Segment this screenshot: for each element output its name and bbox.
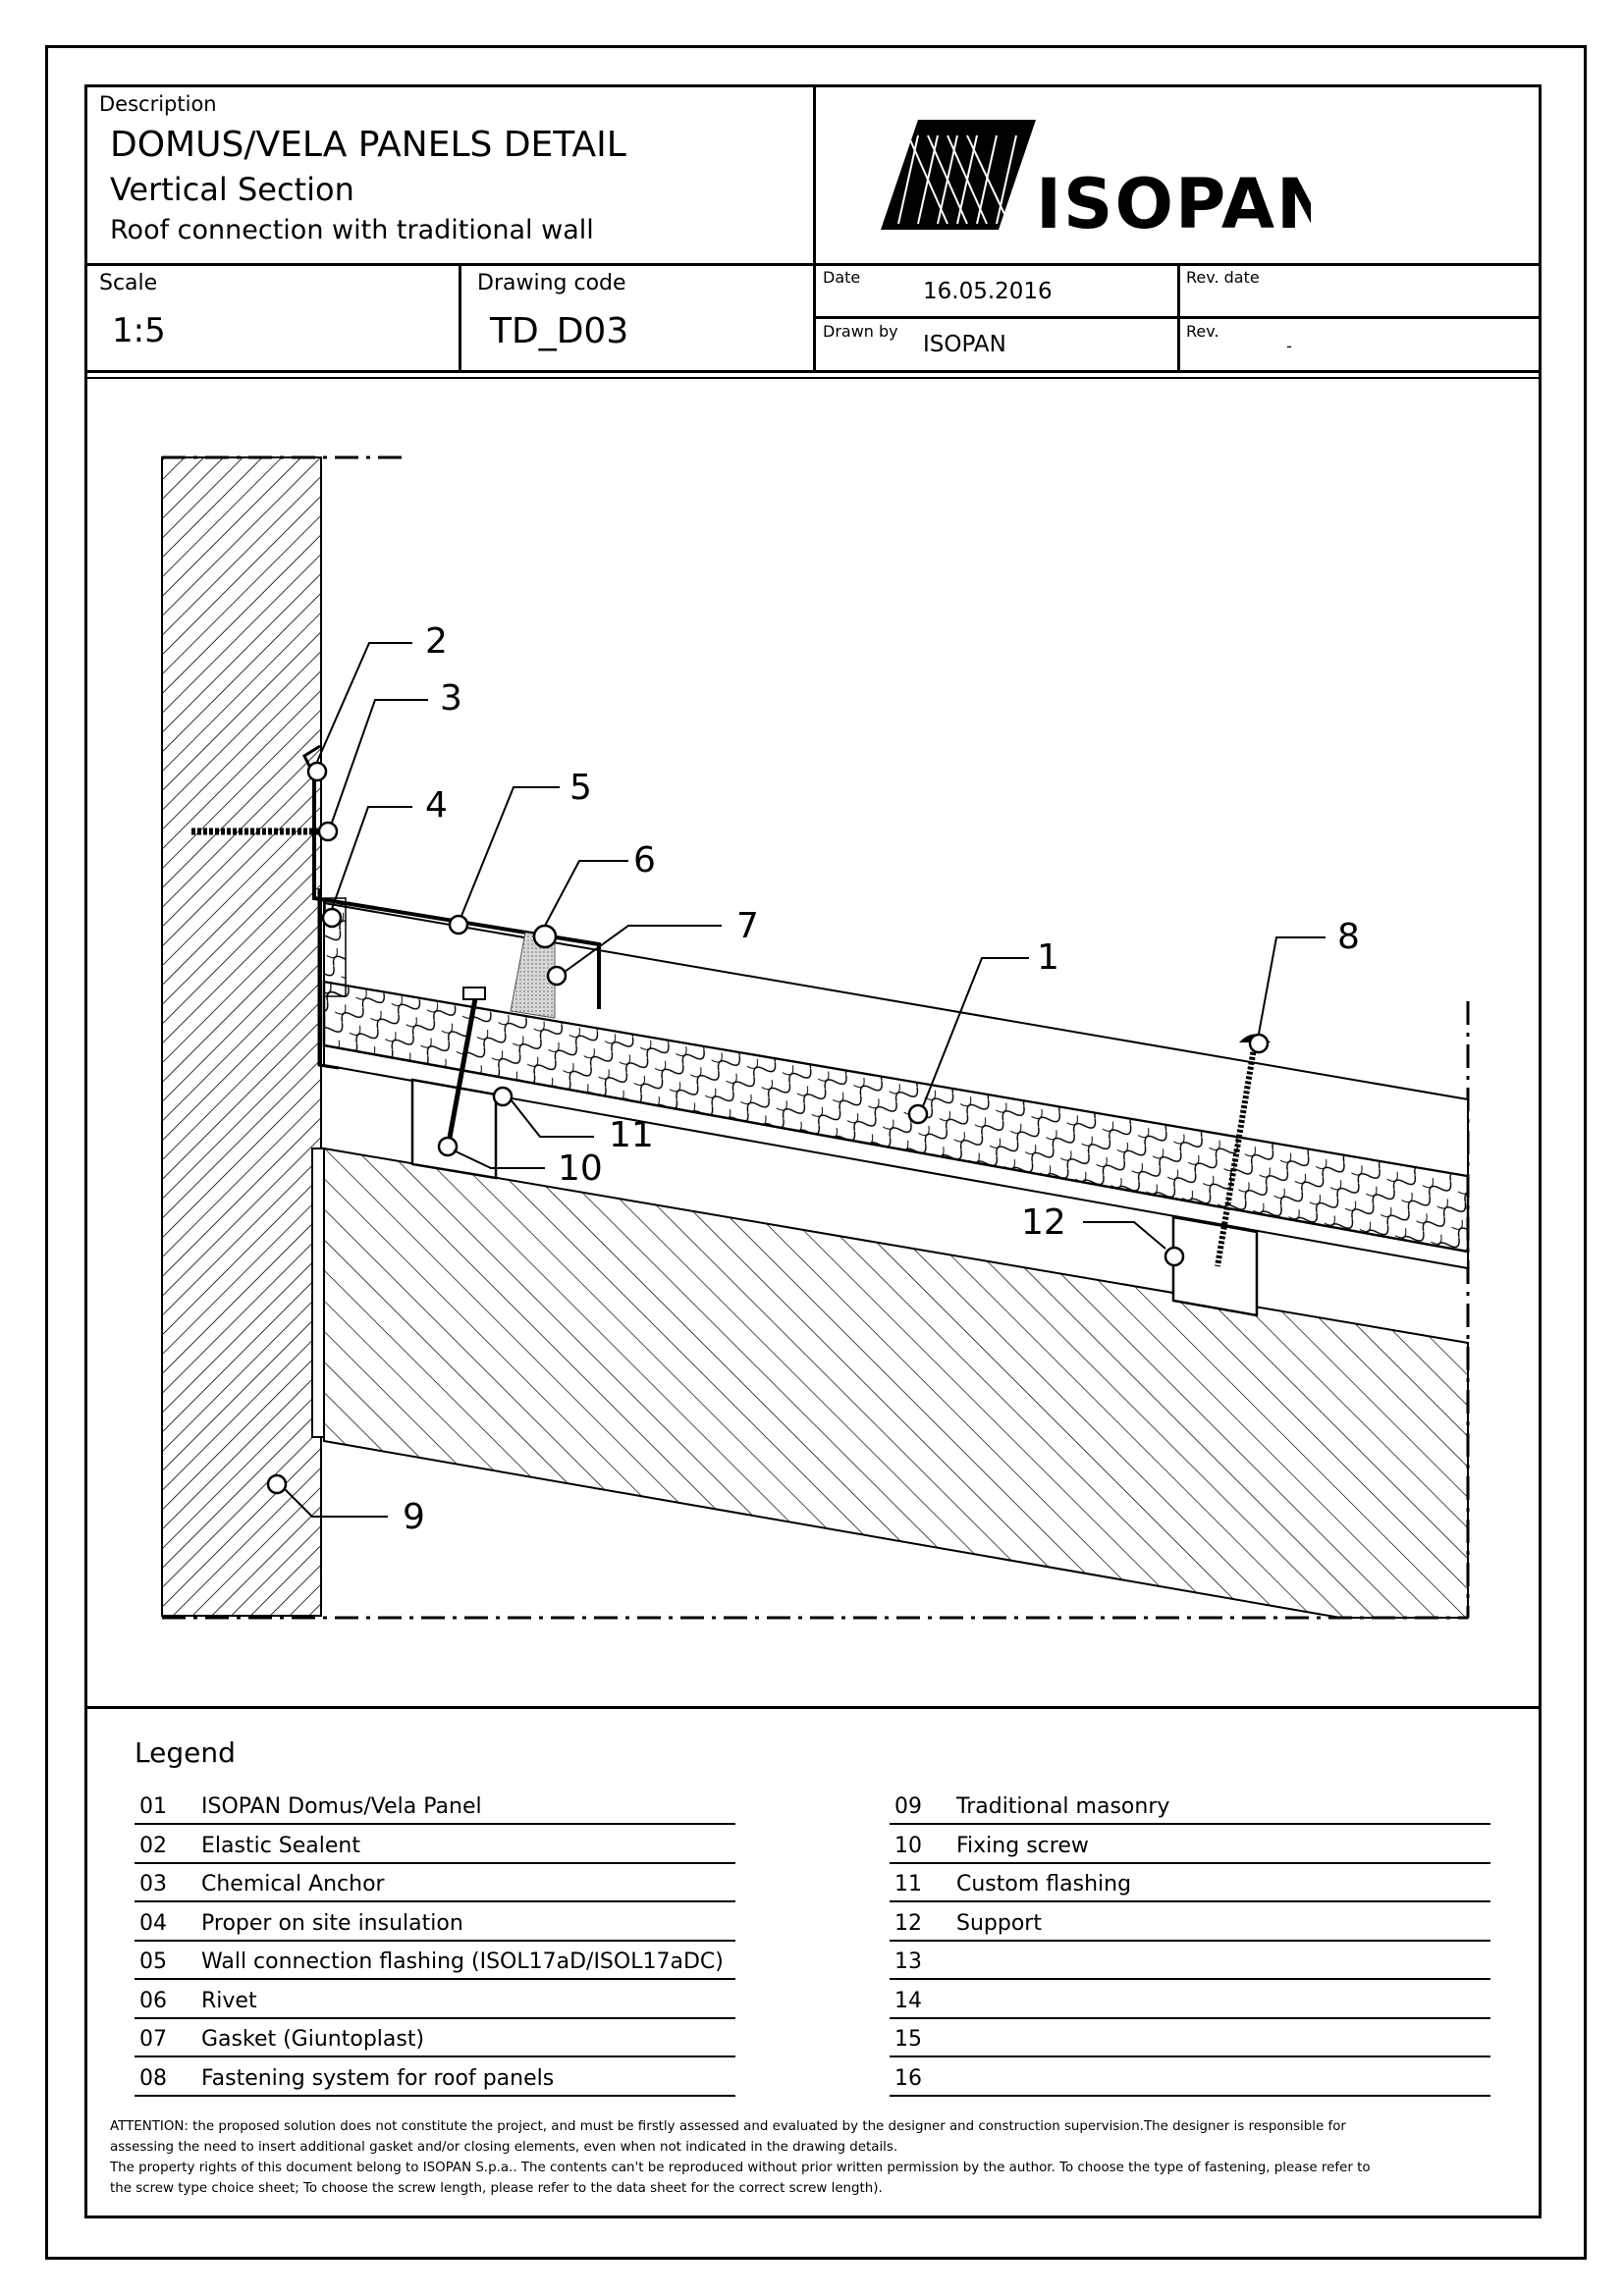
footer-line-1: ATTENTION: the proposed solution does no… <box>110 2119 1346 2134</box>
legend-row: 09 Traditional masonry <box>890 1793 1490 1825</box>
rev-label: Rev. <box>1186 322 1219 341</box>
drawing-title: DOMUS/VELA PANELS DETAIL <box>110 125 626 165</box>
callout-11: 11 <box>609 1115 654 1155</box>
legend-number: 15 <box>894 2027 922 2052</box>
footer-line-4: the screw type choice sheet; To choose t… <box>110 2181 883 2196</box>
legend-number: 08 <box>139 2065 167 2091</box>
fixing-screw-left <box>444 992 479 1154</box>
legend-number: 16 <box>894 2065 922 2091</box>
support-right <box>1171 1215 1259 1317</box>
legend-number: 09 <box>894 1794 922 1819</box>
legend-label: Traditional masonry <box>956 1794 1170 1819</box>
legend-row: 04 Proper on site insulation <box>135 1910 735 1942</box>
legend-number: 11 <box>894 1872 922 1896</box>
legend-row: 15 <box>890 2026 1490 2057</box>
legend-label: Custom flashing <box>956 1872 1132 1896</box>
legend-label: Chemical Anchor <box>201 1872 385 1896</box>
legend-label: Rivet <box>201 1988 257 2013</box>
legend-number: 14 <box>894 1988 922 2013</box>
callout-8: 8 <box>1337 917 1360 957</box>
footer-line-2: assessing the need to insert additional … <box>110 2140 898 2155</box>
legend-row: 06 Rivet <box>135 1988 735 2019</box>
drawing-top-line <box>84 377 1542 379</box>
custom-flashing <box>317 888 340 1070</box>
scale-value: 1:5 <box>112 311 166 350</box>
callout-5: 5 <box>569 768 592 808</box>
drawing-frame <box>84 373 1542 2218</box>
date-value: 16.05.2016 <box>923 279 1053 304</box>
legend-row: 12 Support <box>890 1910 1490 1942</box>
legend-number: 02 <box>139 1833 167 1858</box>
drawing-code-label: Drawing code <box>477 271 626 295</box>
legend-label: Fastening system for roof panels <box>201 2065 555 2091</box>
callout-7: 7 <box>736 906 759 946</box>
date-label: Date <box>823 268 861 287</box>
legend-row: 10 Fixing screw <box>890 1833 1490 1864</box>
drawn-by-label: Drawn by <box>823 322 898 341</box>
legend-row: 05 Wall connection flashing (ISOL17aD/ISO… <box>135 1949 735 1980</box>
legend-label: Fixing screw <box>956 1833 1089 1858</box>
drawn-by-value: ISOPAN <box>923 332 1006 357</box>
legend-row: 07 Gasket (Giuntoplast) <box>135 2026 735 2057</box>
drawing-separator <box>84 1706 1542 1709</box>
outer-frame <box>45 45 1587 2260</box>
rev-date-label: Rev. date <box>1186 268 1260 287</box>
masonry-wall <box>161 456 322 1617</box>
callout-2: 2 <box>425 621 448 662</box>
legend-label: ISOPAN Domus/Vela Panel <box>201 1794 482 1819</box>
callout-9: 9 <box>403 1497 425 1537</box>
legend-number: 01 <box>139 1794 167 1819</box>
legend-label: Elastic Sealent <box>201 1833 360 1858</box>
legend-number: 10 <box>894 1833 922 1858</box>
section-drawing: 2 3 4 5 6 7 1 8 9 10 11 12 <box>161 455 1470 1620</box>
callout-6: 6 <box>633 840 656 881</box>
legend-row: 01 ISOPAN Domus/Vela Panel <box>135 1793 735 1825</box>
legend-number: 13 <box>894 1949 922 1974</box>
roof-fastener <box>1215 1041 1258 1267</box>
legend-number: 05 <box>139 1949 167 1974</box>
drawing-subtitle: Vertical Section <box>110 171 354 208</box>
description-label: Description <box>99 92 217 116</box>
scale-divider <box>459 263 461 373</box>
legend-number: 12 <box>894 1910 922 1936</box>
drawing-subtitle-2: Roof connection with traditional wall <box>110 215 594 245</box>
footer-line-3: The property rights of this document bel… <box>110 2161 1371 2175</box>
legend-row: 13 <box>890 1949 1490 1980</box>
support-left <box>410 1078 498 1180</box>
fixing-screw-head <box>462 987 486 1000</box>
legend-label: Support <box>956 1910 1042 1936</box>
legend-title: Legend <box>135 1736 236 1769</box>
title-hline <box>84 263 1542 266</box>
legend-label: Wall connection flashing (ISOL17aD/ISOL1… <box>201 1949 724 1974</box>
wall-insulation <box>311 1148 325 1438</box>
isopan-logo: ISOPAN <box>881 120 1311 238</box>
legend-row: 02 Elastic Sealent <box>135 1833 735 1864</box>
legend-row: 14 <box>890 1988 1490 2019</box>
legend-row: 11 Custom flashing <box>890 1871 1490 1902</box>
date-hline <box>813 316 1542 319</box>
callout-1: 1 <box>1037 937 1059 978</box>
drawing-code-value: TD_D03 <box>490 311 629 351</box>
callout-12: 12 <box>1021 1202 1066 1243</box>
callout-10: 10 <box>558 1148 603 1189</box>
legend-row: 16 <box>890 2065 1490 2097</box>
legend-label: Proper on site insulation <box>201 1910 463 1936</box>
legend-number: 06 <box>139 1988 167 2013</box>
legend-number: 04 <box>139 1910 167 1936</box>
legend-number: 07 <box>139 2027 167 2052</box>
logo-text: ISOPAN <box>1036 164 1311 238</box>
callout-3: 3 <box>440 678 462 719</box>
callout-4: 4 <box>425 785 448 826</box>
title-divider <box>813 84 816 373</box>
logo-mark <box>881 120 1036 230</box>
legend-row: 03 Chemical Anchor <box>135 1871 735 1902</box>
legend-row: 08 Fastening system for roof panels <box>135 2065 735 2097</box>
legend-label: Gasket (Giuntoplast) <box>201 2027 425 2052</box>
scale-label: Scale <box>99 271 158 295</box>
rev-value: - <box>1286 337 1292 355</box>
legend-number: 03 <box>139 1872 167 1896</box>
